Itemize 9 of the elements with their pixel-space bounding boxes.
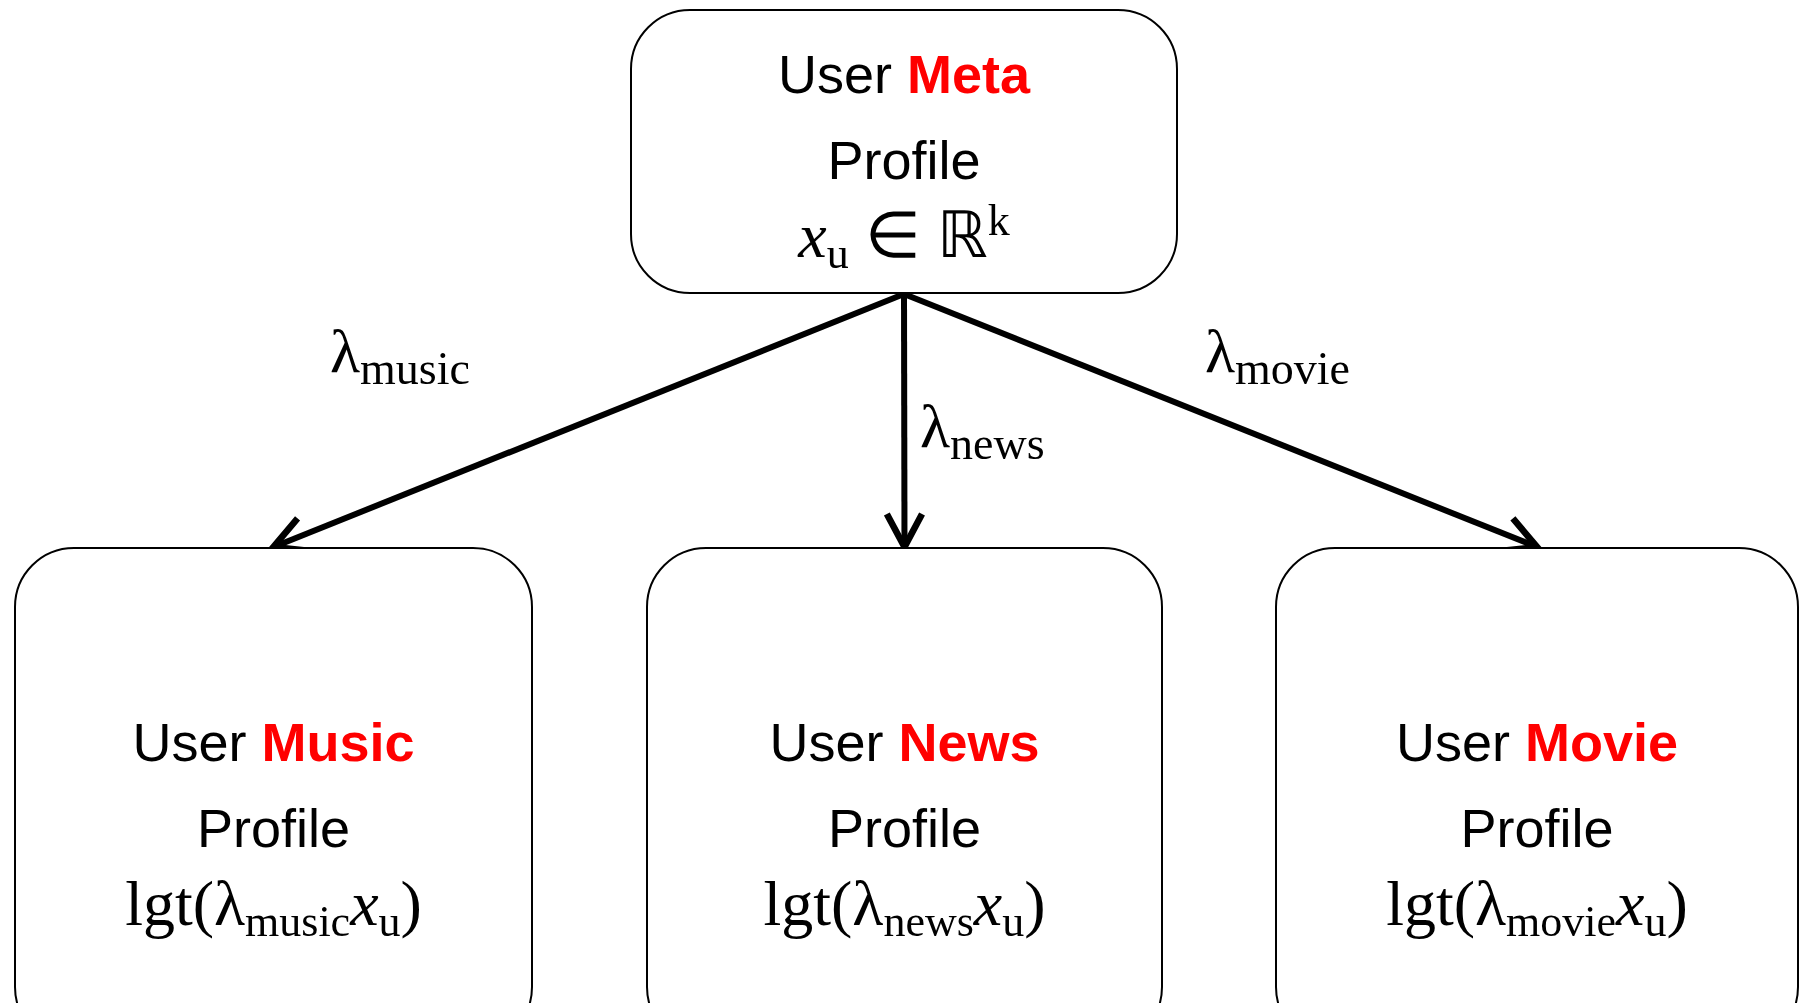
profile-title: User Music Profile bbox=[131, 711, 416, 861]
profile-box bbox=[646, 547, 1163, 1003]
profile-box bbox=[14, 547, 533, 1003]
profile-title: User News Profile bbox=[768, 711, 1041, 861]
formula: x$_{u}$ ∈ ℝ$^{k}$ bbox=[798, 203, 1010, 268]
profile-box bbox=[1275, 547, 1799, 1003]
profile-box bbox=[630, 9, 1178, 294]
profile-title: User Movie Profile bbox=[1394, 711, 1680, 861]
profile-title: User Meta Profile bbox=[776, 43, 1032, 193]
